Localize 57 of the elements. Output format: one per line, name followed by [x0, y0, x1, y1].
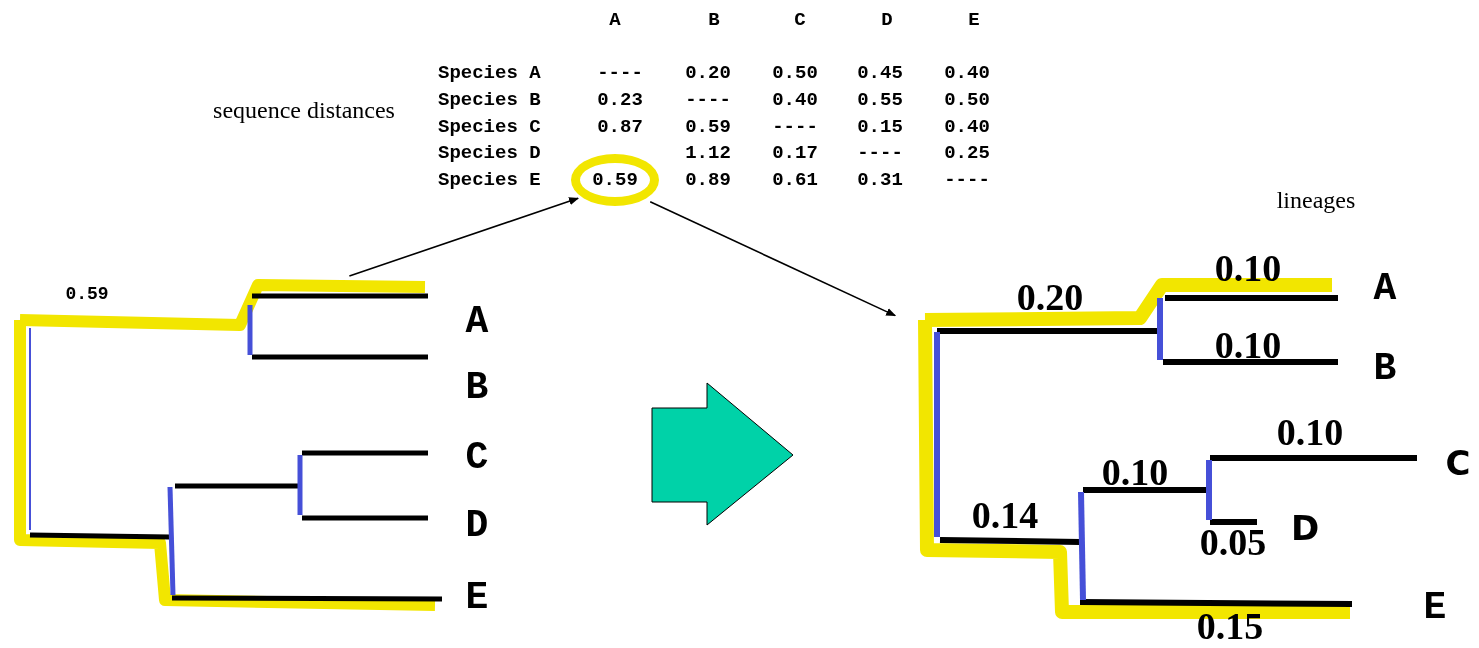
leaf-label: A	[1373, 266, 1397, 310]
column-header: A	[609, 9, 621, 31]
table-cell: 0.31	[857, 169, 903, 191]
table-cell: 0.89	[685, 169, 731, 191]
row-header: Species E	[438, 169, 541, 191]
table-cell: 0.15	[857, 116, 903, 138]
leaf-label: D	[1290, 508, 1320, 548]
branch-length: 0.10	[1101, 450, 1169, 494]
arrow	[348, 197, 579, 277]
leaf-label: B	[465, 365, 489, 409]
table-cell: 0.50	[944, 89, 990, 111]
table-cell: 0.20	[685, 62, 731, 84]
leaf-label: B	[1373, 346, 1397, 390]
table-cell: 0.40	[944, 116, 990, 138]
table-cell: ----	[597, 62, 643, 84]
table-cell: 0.45	[857, 62, 903, 84]
table-cell: 0.59	[592, 169, 638, 191]
table-cell: 0.59	[685, 116, 731, 138]
column-header: D	[881, 9, 893, 31]
tree-drawing	[14, 279, 442, 611]
leaf-label: E	[1423, 585, 1447, 629]
table-cell: 0.40	[944, 62, 990, 84]
row-header: Species C	[438, 116, 541, 138]
table-cell: ----	[685, 89, 731, 111]
leaf-label: A	[465, 299, 489, 343]
table-cell: ----	[857, 142, 903, 164]
table-cell: 0.17	[772, 142, 818, 164]
column-header: E	[968, 9, 980, 31]
table-cell: 0.50	[772, 62, 818, 84]
caption-text: lineages	[1276, 186, 1356, 214]
table-cell: 0.55	[857, 89, 903, 111]
arrow	[649, 201, 897, 317]
table-cell: 0.61	[772, 169, 818, 191]
table-cell: 0.87	[597, 116, 643, 138]
column-header: B	[708, 9, 720, 31]
column-header: C	[794, 9, 806, 31]
table-cell: ----	[944, 169, 990, 191]
table-cell: 0.40	[772, 89, 818, 111]
row-header: Species B	[438, 89, 541, 111]
highlight-circle	[571, 154, 659, 206]
row-header: Species D	[438, 142, 541, 164]
caption-text: sequence distances	[213, 96, 395, 124]
table-cell: ----	[772, 116, 818, 138]
branch-length: 0.20	[1016, 275, 1084, 319]
leaf-label: C	[1445, 443, 1471, 483]
branch-length: 0.10	[1276, 410, 1344, 454]
branch-length: 0.05	[1199, 520, 1267, 564]
leaf-label: C	[465, 435, 489, 479]
branch-length: 0.10	[1214, 323, 1282, 367]
table-cell: 1.12	[685, 142, 731, 164]
distance-label: 0.59	[65, 284, 109, 304]
leaf-label: D	[465, 503, 489, 547]
table-cell: 0.25	[944, 142, 990, 164]
branch-length: 0.14	[971, 493, 1039, 537]
leaf-label: E	[465, 575, 489, 619]
row-header: Species A	[438, 62, 541, 84]
table-cell: 0.23	[597, 89, 643, 111]
